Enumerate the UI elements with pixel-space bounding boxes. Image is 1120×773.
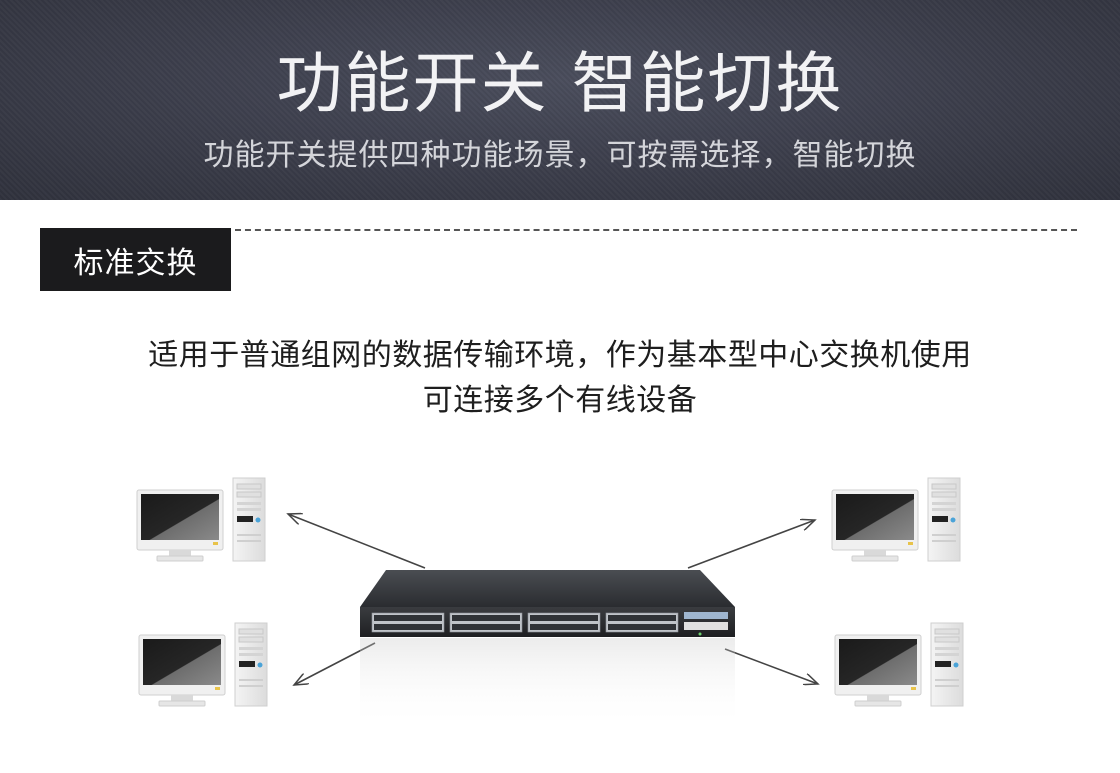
computer-bottom-right-icon	[834, 622, 964, 707]
banner-title: 功能开关 智能切换	[276, 45, 844, 122]
network-diagram	[136, 477, 964, 728]
computer-top-right-icon	[831, 477, 961, 562]
header-banner: 功能开关 智能切换 功能开关提供四种功能场景，可按需选择，智能切换	[0, 0, 1120, 200]
section-tag: 标准交换	[40, 228, 231, 291]
section-divider	[235, 229, 1077, 231]
computer-top-left-icon	[136, 477, 266, 562]
computer-bottom-left-icon	[138, 622, 268, 707]
network-switch-icon	[360, 570, 735, 728]
section-description-line2: 可连接多个有线设备	[422, 383, 698, 418]
section-description-line1: 适用于普通组网的数据传输环境，作为基本型中心交换机使用	[148, 338, 972, 373]
banner-subtitle: 功能开关提供四种功能场景，可按需选择，智能切换	[203, 138, 917, 173]
